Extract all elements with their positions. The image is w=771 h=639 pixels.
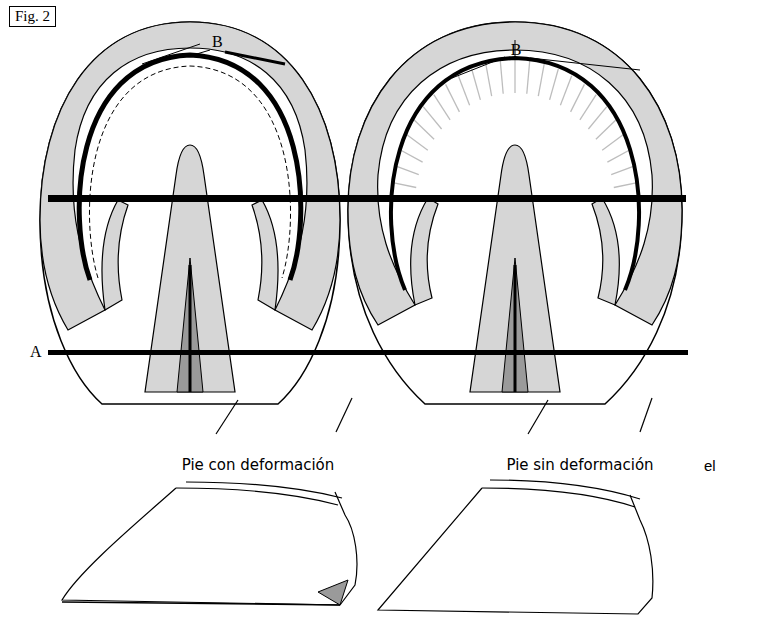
hatch-stroke xyxy=(406,134,428,150)
hatch-stroke xyxy=(614,182,639,187)
hatch-stroke xyxy=(571,84,585,112)
hatch-stroke xyxy=(414,120,434,139)
stray-text: el xyxy=(704,457,716,474)
hatch-stroke xyxy=(607,150,630,163)
hatch-stroke xyxy=(550,69,559,100)
hatch-stroke xyxy=(423,107,441,129)
callout-letter: B xyxy=(212,33,223,51)
figure-tag: Fig. 2 xyxy=(9,6,56,27)
hatch-stroke xyxy=(611,166,635,175)
hatch-stroke xyxy=(560,76,571,105)
hatch-stroke xyxy=(588,107,606,129)
callout-letter: A xyxy=(30,343,42,361)
hatch-stroke xyxy=(472,69,481,100)
callout-letter: B xyxy=(511,41,522,59)
hatch-stroke xyxy=(486,64,492,96)
hatch-stroke xyxy=(596,120,616,139)
hatch-stroke xyxy=(400,150,423,163)
hatch-stroke xyxy=(527,61,530,94)
hatch-stroke xyxy=(514,60,515,93)
hatch-stroke xyxy=(434,95,450,120)
hatch-stroke xyxy=(580,95,596,120)
hatch-stroke xyxy=(602,134,624,150)
hatch-stroke xyxy=(538,64,544,96)
figure-label: Pie sin deformación xyxy=(506,456,653,474)
hatch-stroke xyxy=(458,76,469,105)
hatch-stroke xyxy=(446,84,460,112)
figure-label: Pie con deformación xyxy=(182,456,335,474)
hatch-stroke xyxy=(392,182,417,187)
figure-number: Fig. 2 xyxy=(15,8,50,25)
hatch-stroke xyxy=(500,61,503,94)
hatch-stroke xyxy=(395,166,419,175)
